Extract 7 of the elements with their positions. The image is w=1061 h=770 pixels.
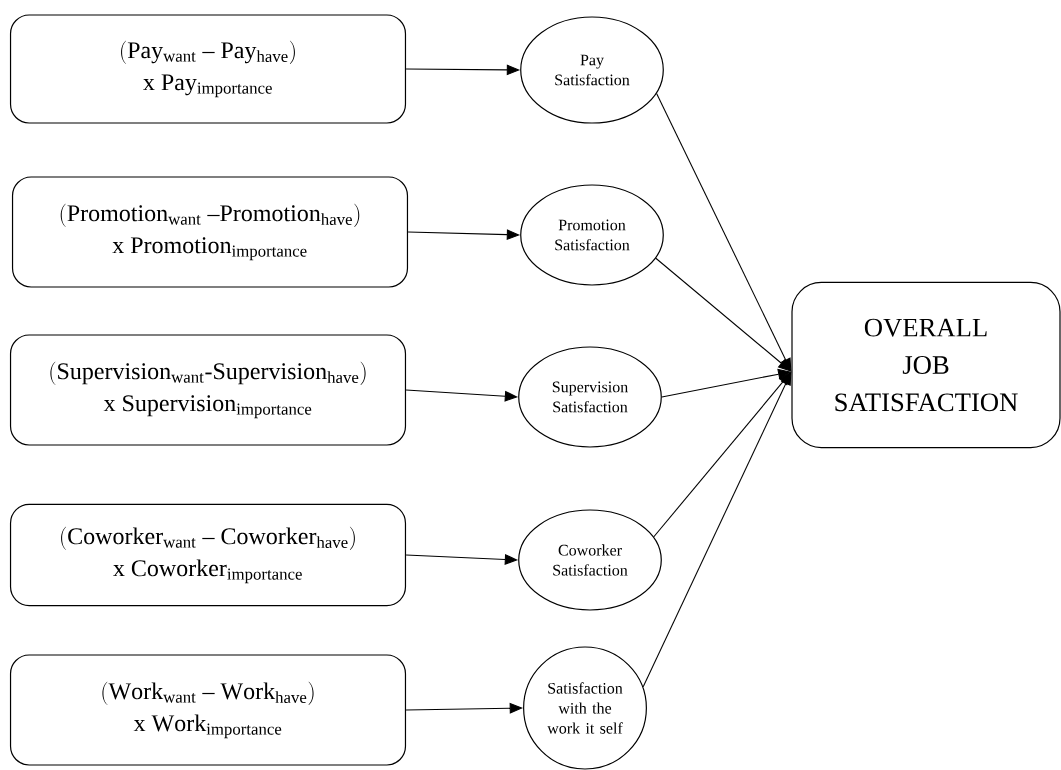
- formula-box: $\mathrm{(Work_{want}\ –\ Work_{have})}$ $\mathrm{x\ Work_{importance}}$: [9, 654, 407, 766]
- formula-box: $\mathrm{(Promotion_{want}\ –Promotion_{have})}$ $\mathrm{x\ Promotion_{importance}}$: [11, 176, 409, 288]
- formula-box: $\mathrm{(Coworker_{want}\ –\ Coworker_{have})}$ $\mathrm{x\ Coworker_{importance}}$: [9, 503, 407, 607]
- formula-box: $\mathrm{(Supervision_{want}\text{-}Supervision_{have})}$ $\mathrm{x\ Supervision_{importance}}$: [9, 334, 407, 446]
- arrow: [405, 702, 523, 714]
- outcome-box: OVERALL JOB SATISFACTION: [791, 281, 1061, 449]
- formula-box: $\mathrm{(Pay_{want}\ –\ Pay_{have})}$ $\mathrm{x\ Pay_{importance}}$: [9, 14, 407, 124]
